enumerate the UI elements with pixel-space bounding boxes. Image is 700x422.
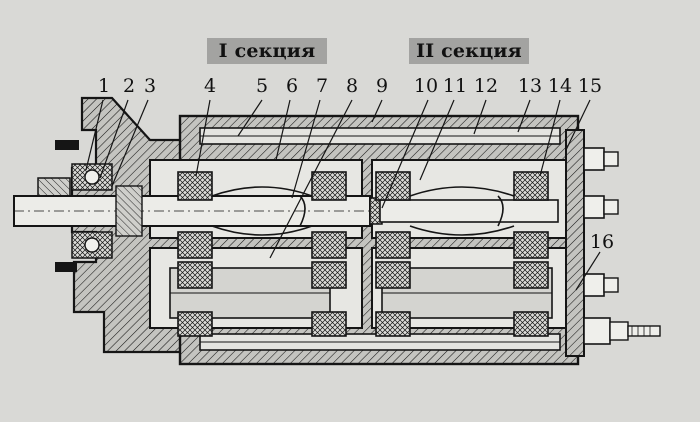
callout-6: 6 (285, 75, 299, 97)
callout-4: 4 (203, 75, 217, 97)
bearing-blocks (177, 171, 549, 337)
callout-5: 5 (255, 75, 269, 97)
tie-bolts (583, 147, 661, 345)
callout-16: 16 (589, 231, 615, 253)
section-2-title: II секция (409, 38, 529, 64)
callout-9: 9 (375, 75, 389, 97)
rear-cover (565, 129, 585, 357)
callout-11: 11 (442, 75, 468, 97)
callout-15: 15 (577, 75, 603, 97)
drive-shaft (13, 195, 559, 227)
callout-2: 2 (122, 75, 136, 97)
callout-10: 10 (413, 75, 439, 97)
leader-lines (85, 99, 601, 291)
front-bearing-seal (71, 163, 143, 259)
callout-14: 14 (547, 75, 573, 97)
callout-7: 7 (315, 75, 329, 97)
callout-12: 12 (473, 75, 499, 97)
callout-13: 13 (517, 75, 543, 97)
callout-3: 3 (143, 75, 157, 97)
section-1-title: I секция (207, 38, 327, 64)
gear-profiles (211, 186, 515, 236)
callout-8: 8 (345, 75, 359, 97)
callout-1: 1 (97, 75, 111, 97)
